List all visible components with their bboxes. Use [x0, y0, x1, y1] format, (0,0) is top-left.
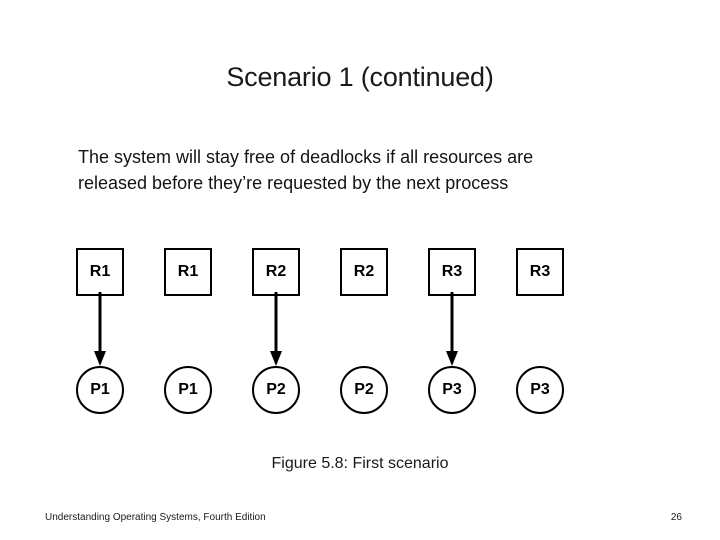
process-node-3: P2: [252, 366, 300, 414]
graph-column-4: R2 P2: [334, 240, 394, 420]
footer-book-title: Understanding Operating Systems, Fourth …: [45, 512, 266, 523]
graph-column-5: R3 P3: [422, 240, 482, 420]
body-line-2: released before they’re requested by the…: [78, 173, 509, 193]
figure-caption: Figure 5.8: First scenario: [271, 455, 449, 472]
resource-node-1: R1: [76, 248, 124, 296]
graph-column-3: R2 P2: [246, 240, 306, 420]
resource-node-6: R3: [516, 248, 564, 296]
resource-node-2: R1: [164, 248, 212, 296]
body-line-1: The system will stay free of deadlocks i…: [78, 147, 534, 167]
process-node-1: P1: [76, 366, 124, 414]
process-node-2: P1: [164, 366, 212, 414]
allocation-arrow-5: [446, 292, 458, 366]
body-paragraph: The system will stay free of deadlocks i…: [78, 144, 656, 196]
slide-footer: Understanding Operating Systems, Fourth …: [0, 512, 720, 528]
footer-page-number: 26: [670, 512, 682, 523]
process-node-5: P3: [428, 366, 476, 414]
resource-allocation-diagram: R1 P1 R1 P1 R2 P2 R2 P2: [0, 240, 720, 420]
resource-node-4: R2: [340, 248, 388, 296]
resource-node-5: R3: [428, 248, 476, 296]
graph-column-1: R1 P1: [70, 240, 130, 420]
page-title: Scenario 1 (continued): [226, 62, 494, 92]
graph-column-6: R3 P3: [510, 240, 570, 420]
allocation-arrow-3: [270, 292, 282, 366]
graph-column-2: R1 P1: [158, 240, 218, 420]
resource-node-3: R2: [252, 248, 300, 296]
process-node-4: P2: [340, 366, 388, 414]
allocation-arrow-1: [94, 292, 106, 366]
process-node-6: P3: [516, 366, 564, 414]
